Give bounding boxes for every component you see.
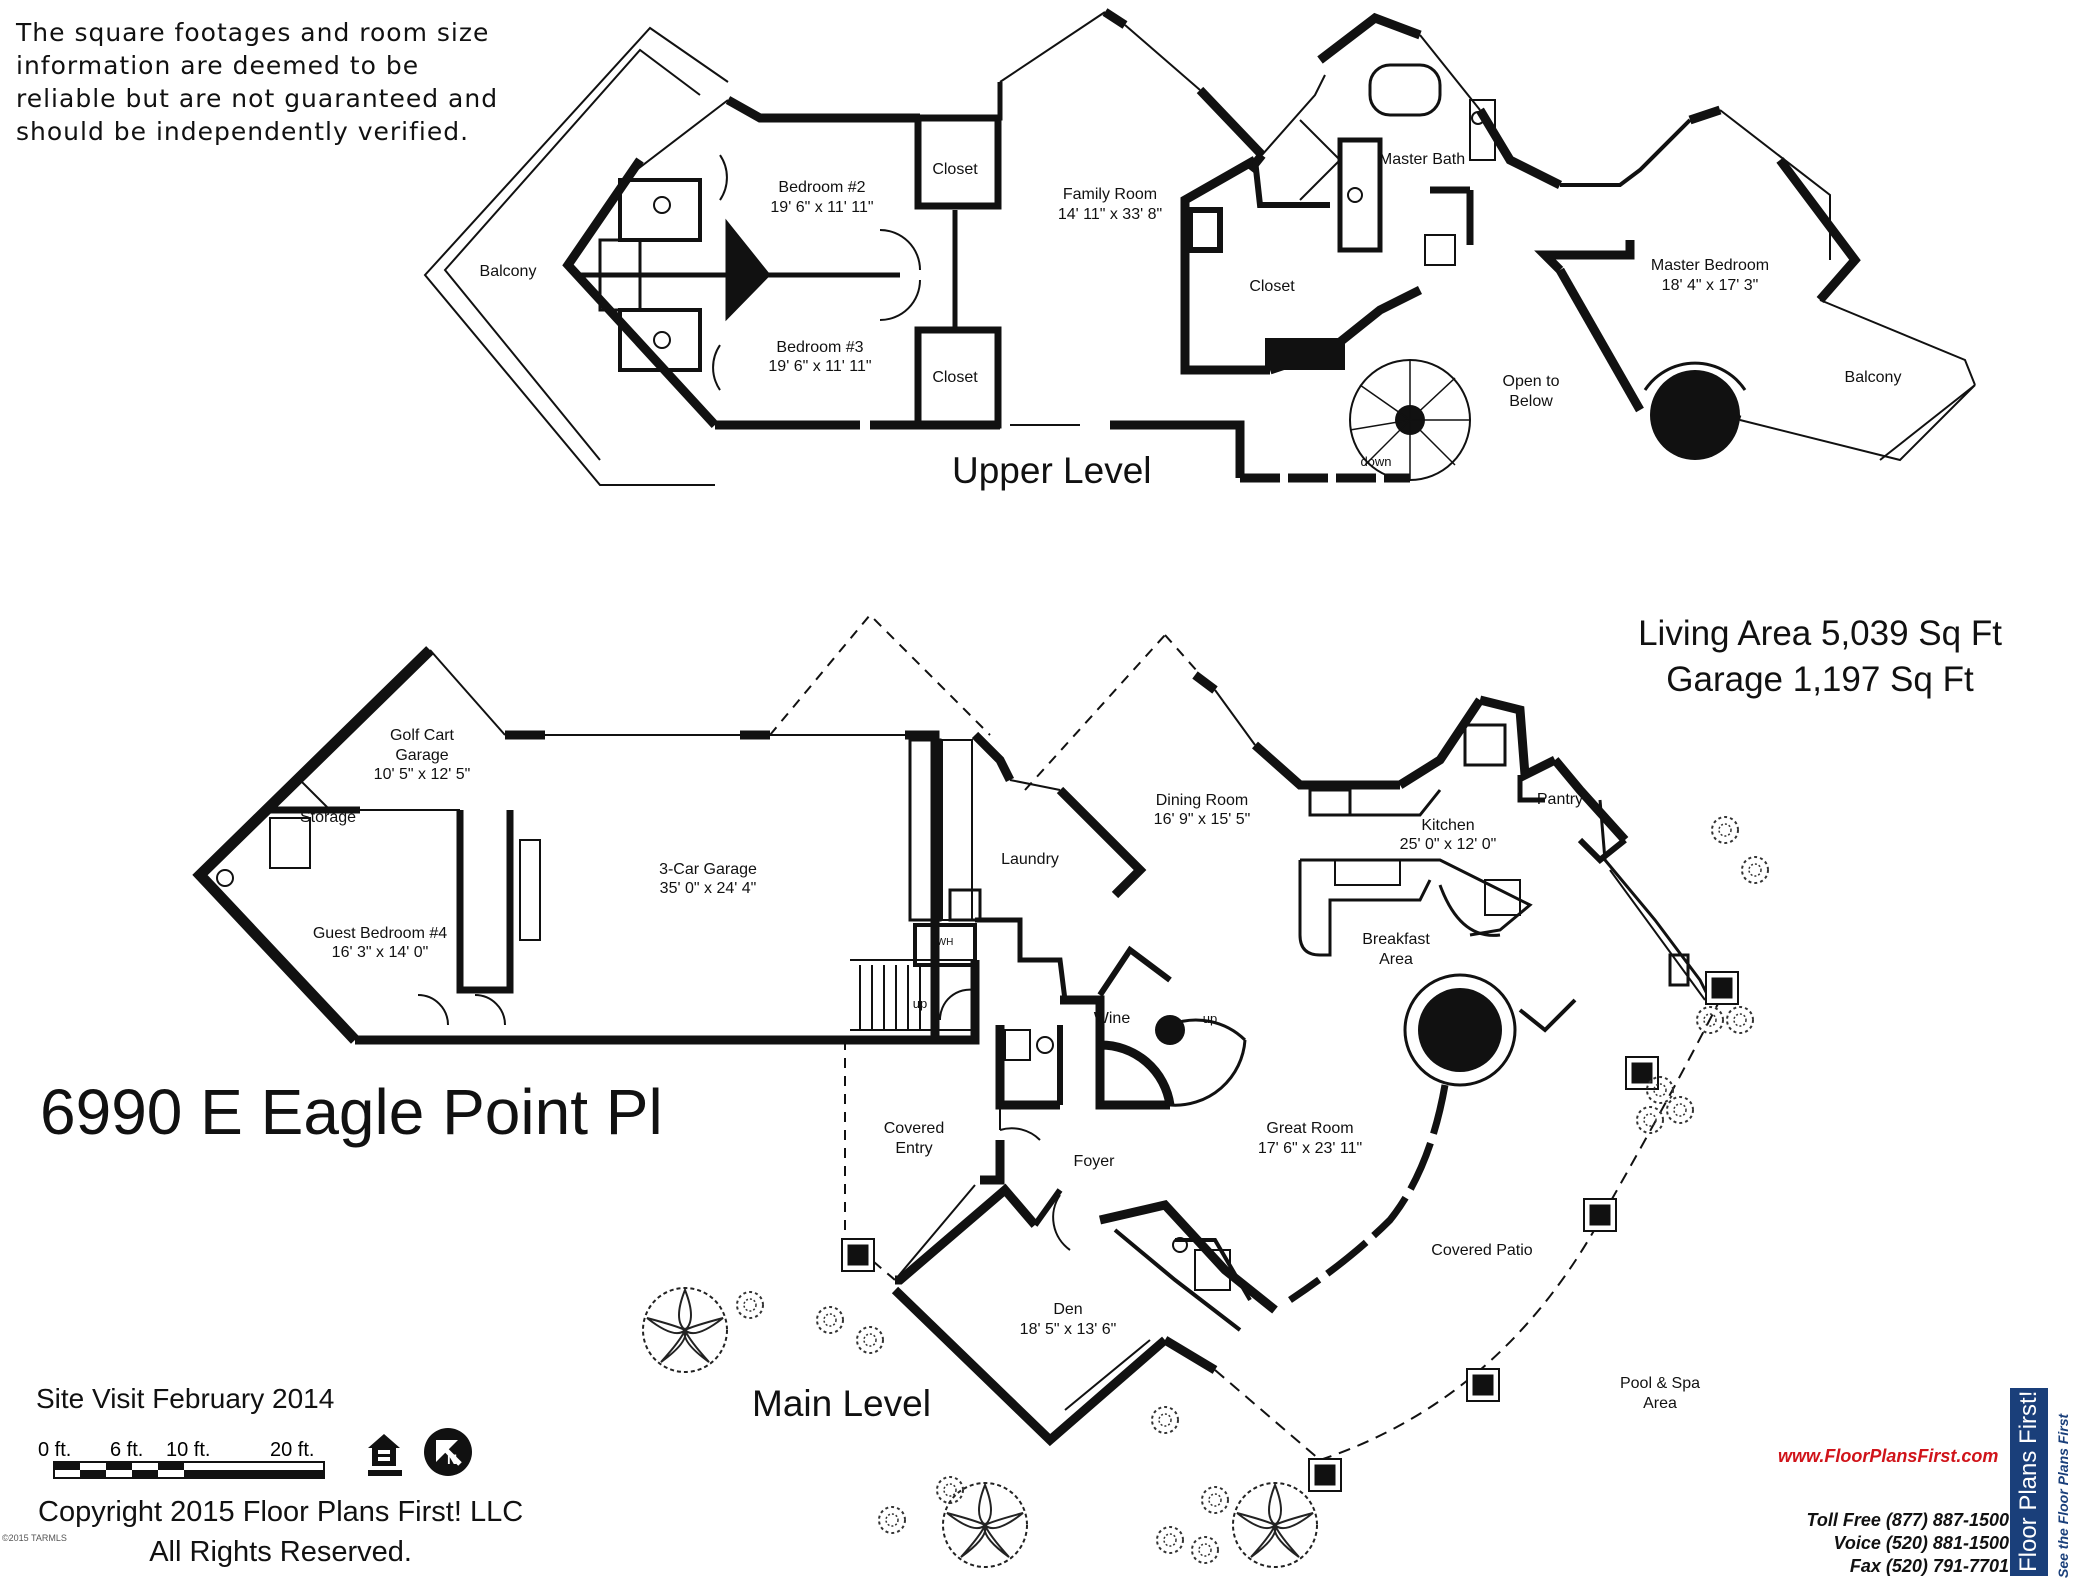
toll-free: Toll Free (877) 887-1500 — [1806, 1510, 2009, 1530]
disclaimer-line-4: should be independently verified. — [16, 117, 470, 146]
bedroom-2-size: 19' 6" x 11' 11" — [770, 199, 873, 216]
closet-bottom-label: Closet — [932, 369, 978, 386]
breakfast-label: Breakfast — [1362, 931, 1430, 948]
garage-label: 3-Car Garage — [659, 861, 757, 878]
guest-bedroom-size: 16' 3" x 14' 0" — [332, 944, 429, 961]
scale-label-0: 0 ft. — [38, 1439, 71, 1461]
down-stairs-label: down — [1360, 454, 1391, 469]
den-label: Den — [1053, 1301, 1082, 1318]
voice-phone: Voice (520) 881-1500 — [1833, 1533, 2009, 1553]
disclaimer-line-3: reliable but are not guaranteed and — [16, 84, 499, 113]
disclaimer-line-1: The square footages and room size — [16, 18, 490, 47]
great-room-size: 17' 6" x 23' 11" — [1258, 1140, 1362, 1157]
bedroom-3-size: 19' 6" x 11' 11" — [768, 358, 871, 375]
bedroom-3-label: Bedroom #3 — [776, 339, 863, 356]
guest-bedroom-label: Guest Bedroom #4 — [313, 925, 447, 942]
master-bedroom-size: 18' 4" x 17' 3" — [1662, 277, 1759, 294]
upper-room-labels: Balcony Bedroom #2 19' 6" x 11' 11" Bedr… — [480, 151, 1902, 469]
floor-plans-first-logo: Floor Plans First! See the Floor Plans F… — [2010, 1388, 2071, 1578]
storage-label: Storage — [300, 809, 356, 826]
upper-level-title: Upper Level — [952, 450, 1152, 491]
scale-label-6: 6 ft. — [110, 1439, 143, 1461]
main-room-labels: Golf Cart Garage 10' 5" x 12' 5" Storage… — [300, 727, 1700, 1412]
den-size: 18' 5" x 13' 6" — [1020, 1321, 1117, 1338]
main-level-title: Main Level — [752, 1383, 931, 1424]
equal-housing-icon — [368, 1434, 402, 1476]
wine-label: Wine — [1094, 1010, 1131, 1027]
pantry-label: Pantry — [1537, 791, 1583, 808]
covered-entry-label: Covered — [884, 1120, 944, 1137]
copyright-line-2: All Rights Reserved. — [149, 1536, 412, 1568]
kitchen-label: Kitchen — [1421, 817, 1474, 834]
disclaimer-line-2: information are deemed to be — [16, 51, 420, 80]
scale-label-10: 10 ft. — [166, 1439, 210, 1461]
open-to-below-label: Open to — [1503, 373, 1560, 390]
golf-cart-label: Golf Cart — [390, 727, 455, 744]
copyright-line-1: Copyright 2015 Floor Plans First! LLC — [38, 1496, 524, 1528]
kitchen-size: 25' 0" x 12' 0" — [1400, 836, 1497, 853]
living-area: Living Area 5,039 Sq Ft — [1638, 614, 2002, 653]
upper-level-plan — [423, 8, 1976, 486]
brand-name: Floor Plans First! — [2015, 1391, 2042, 1572]
bedroom-2-label: Bedroom #2 — [778, 179, 865, 196]
area-summary: Living Area 5,039 Sq Ft Garage 1,197 Sq … — [1620, 614, 2020, 700]
closet-master-label: Closet — [1249, 278, 1295, 295]
covered-patio-label: Covered Patio — [1431, 1242, 1532, 1259]
site-visit: Site Visit February 2014 — [36, 1383, 335, 1414]
covered-entry-label-2: Entry — [895, 1140, 932, 1157]
brand-tagline: See the Floor Plans First — [2055, 1413, 2071, 1578]
balcony-left-label: Balcony — [480, 263, 537, 280]
address-title: 6990 E Eagle Point Pl — [40, 1076, 663, 1148]
dining-room-label: Dining Room — [1156, 792, 1248, 809]
pool-spa-label: Pool & Spa — [1620, 1375, 1700, 1392]
great-room-label: Great Room — [1266, 1120, 1353, 1137]
garage-size: 35' 0" x 24' 4" — [660, 880, 757, 897]
north-arrow-icon: N — [424, 1428, 472, 1476]
golf-cart-label-2: Garage — [395, 747, 448, 764]
spiral-up-label: up — [1203, 1011, 1217, 1026]
fax-number: Fax (520) 791-7701 — [1849, 1556, 2009, 1576]
open-to-below-label-2: Below — [1509, 393, 1553, 410]
water-heater-label: WH — [937, 937, 954, 948]
svg-text:N: N — [447, 1451, 457, 1467]
dining-room-size: 16' 9" x 15' 5" — [1154, 811, 1251, 828]
closet-top-label: Closet — [932, 161, 978, 178]
breakfast-label-2: Area — [1379, 951, 1413, 968]
family-room-size: 14' 11" x 33' 8" — [1058, 206, 1162, 223]
stairs-up-label: up — [913, 996, 927, 1011]
garage-area: Garage 1,197 Sq Ft — [1666, 660, 1974, 699]
master-bath-label: Master Bath — [1379, 151, 1465, 168]
master-bedroom-label: Master Bedroom — [1651, 257, 1769, 274]
laundry-label: Laundry — [1001, 851, 1059, 868]
main-level-plan — [192, 613, 1769, 1568]
family-room-label: Family Room — [1063, 186, 1157, 203]
copyright: Copyright 2015 Floor Plans First! LLC Al… — [38, 1492, 523, 1572]
pool-spa-label-2: Area — [1643, 1395, 1677, 1412]
mls-watermark: ©2015 TARMLS — [2, 1533, 67, 1543]
website-link[interactable]: www.FloorPlansFirst.com — [1778, 1446, 1999, 1466]
foyer-label: Foyer — [1074, 1153, 1116, 1170]
balcony-right-label: Balcony — [1845, 369, 1902, 386]
scale-bar: 0 ft. 6 ft. 10 ft. 20 ft. — [38, 1439, 325, 1479]
scale-label-20: 20 ft. — [270, 1439, 314, 1461]
golf-cart-size: 10' 5" x 12' 5" — [374, 766, 471, 783]
disclaimer: The square footages and room size inform… — [16, 16, 498, 148]
